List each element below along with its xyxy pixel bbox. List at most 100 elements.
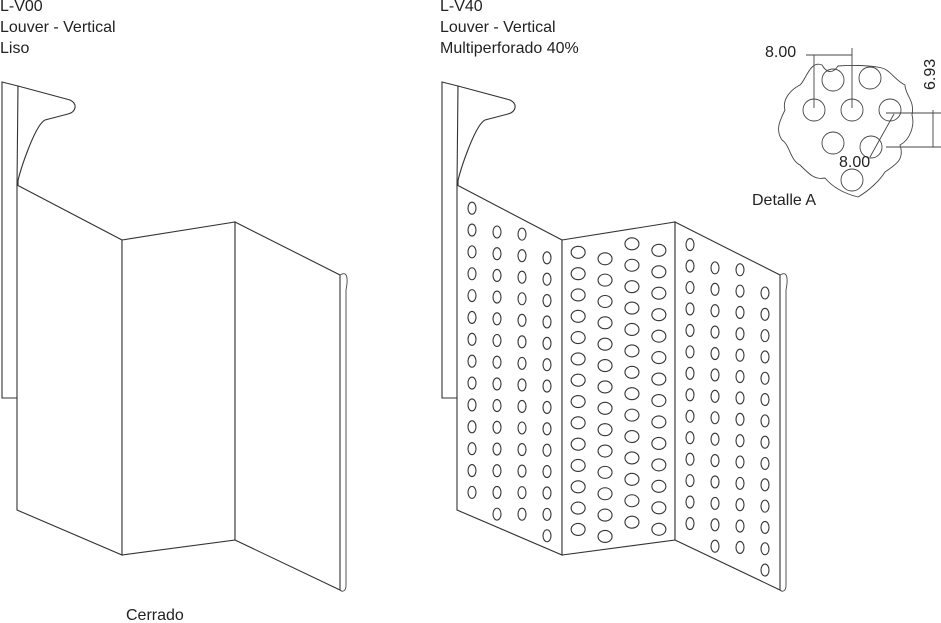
- perforation-hole: [517, 292, 527, 306]
- perforation-hole: [597, 380, 613, 394]
- perforation-hole: [517, 464, 527, 478]
- perforation-hole: [597, 252, 613, 266]
- perforation-hole: [492, 333, 502, 348]
- perforation-hole: [467, 201, 477, 215]
- perforation-hole: [760, 520, 770, 534]
- perforation-hole: [517, 227, 527, 241]
- perforation-hole: [492, 464, 502, 478]
- perforation-hole: [651, 393, 667, 408]
- return-flange: [456, 85, 516, 186]
- perforation-hole: [710, 454, 720, 468]
- perforation-hole: [685, 366, 695, 380]
- perforation-hole: [517, 442, 527, 457]
- perforation-hole: [570, 437, 586, 451]
- perforation-hole: [467, 376, 477, 390]
- detail-hole: [878, 98, 902, 122]
- perforation-hole: [710, 325, 720, 339]
- left-code: L-V00: [0, 0, 43, 15]
- perforation-hole: [760, 435, 770, 449]
- perforation-hole: [542, 272, 552, 286]
- perforation-hole: [517, 378, 527, 392]
- perforation-hole: [624, 515, 640, 529]
- perforation-hole: [760, 371, 770, 385]
- perforation-hole: [597, 508, 613, 522]
- perforation-hole: [651, 243, 667, 257]
- edge-curl: [339, 273, 348, 592]
- left-name: Louver - Vertical: [0, 19, 116, 36]
- perforation-hole: [624, 280, 640, 294]
- perforation-hole: [760, 456, 770, 471]
- perforation-hole: [467, 332, 477, 346]
- perforation-hole: [570, 480, 586, 494]
- perforation-hole: [685, 409, 695, 423]
- perforation-hole: [467, 223, 477, 237]
- perforation-hole: [597, 359, 613, 373]
- perforated-louver-profile: [441, 81, 788, 592]
- perforation-hole: [710, 411, 720, 425]
- edge-curl: [779, 273, 788, 592]
- perforation-hole: [467, 485, 477, 499]
- dim-horizontal: 8.00: [765, 44, 797, 61]
- perforation-hole: [710, 389, 720, 403]
- perforation-hole: [597, 337, 613, 351]
- perforation-hole: [735, 455, 745, 469]
- perforation-hole: [735, 412, 745, 426]
- perforation-hole: [517, 270, 527, 284]
- perforation-hole: [542, 379, 552, 393]
- perforation-hole: [685, 452, 695, 466]
- perforation-hole: [710, 432, 720, 446]
- perforation-hole: [735, 476, 745, 490]
- perforation-hole: [492, 420, 502, 434]
- perforation-hole: [651, 522, 667, 536]
- perforation-hole: [685, 474, 695, 488]
- perforation-hole: [517, 399, 527, 414]
- perforation-hole: [517, 313, 527, 327]
- perforation-hole: [710, 496, 720, 510]
- perforation-hole: [760, 478, 770, 492]
- perforation-hole: [735, 498, 745, 512]
- left-caption: Cerrado: [126, 607, 184, 623]
- dim-vertical: 6.93: [922, 58, 939, 90]
- perforation-hole: [492, 312, 502, 326]
- perforation-hole: [542, 486, 552, 500]
- perforation-hole: [624, 344, 640, 358]
- detail-title: Detalle A: [752, 192, 817, 209]
- perforation-hole: [597, 316, 613, 330]
- perforation-hole: [517, 421, 527, 435]
- perforation-hole: [710, 475, 720, 489]
- perforation-hole: [735, 327, 745, 341]
- perforation-hole: [685, 388, 695, 402]
- perforation-hole: [624, 408, 640, 422]
- perforation-hole: [624, 387, 640, 401]
- perforation-hole: [735, 519, 745, 533]
- perforation-hole: [760, 563, 770, 577]
- perforation-hole: [570, 522, 586, 536]
- perforation-hole: [651, 329, 667, 343]
- perforation-hole: [760, 414, 770, 428]
- detail-hole: [858, 66, 882, 90]
- perforation-hole: [467, 267, 477, 281]
- back-plate: [441, 81, 459, 399]
- louver-face: [121, 221, 236, 556]
- perforation-hole: [685, 323, 695, 337]
- perforation-hole: [542, 315, 552, 329]
- perforation-hole: [735, 391, 745, 405]
- perforation-hole: [624, 429, 640, 444]
- perforation-hole: [597, 465, 613, 479]
- perforation-hole: [492, 377, 502, 391]
- perforation-hole: [685, 495, 695, 509]
- left-finish: Liso: [0, 40, 30, 57]
- perforation-hole: [685, 431, 695, 445]
- perforation-hole: [760, 393, 770, 407]
- perforation-hole: [570, 416, 586, 430]
- perforation-hole: [597, 401, 613, 415]
- perforation-hole: [651, 372, 667, 386]
- perforation-hole: [570, 394, 586, 409]
- perforation-hole: [542, 400, 552, 415]
- perforation-hole: [685, 345, 695, 359]
- perforation-hole: [651, 479, 667, 493]
- perforation-hole: [492, 507, 502, 521]
- perforation-hole: [570, 288, 586, 302]
